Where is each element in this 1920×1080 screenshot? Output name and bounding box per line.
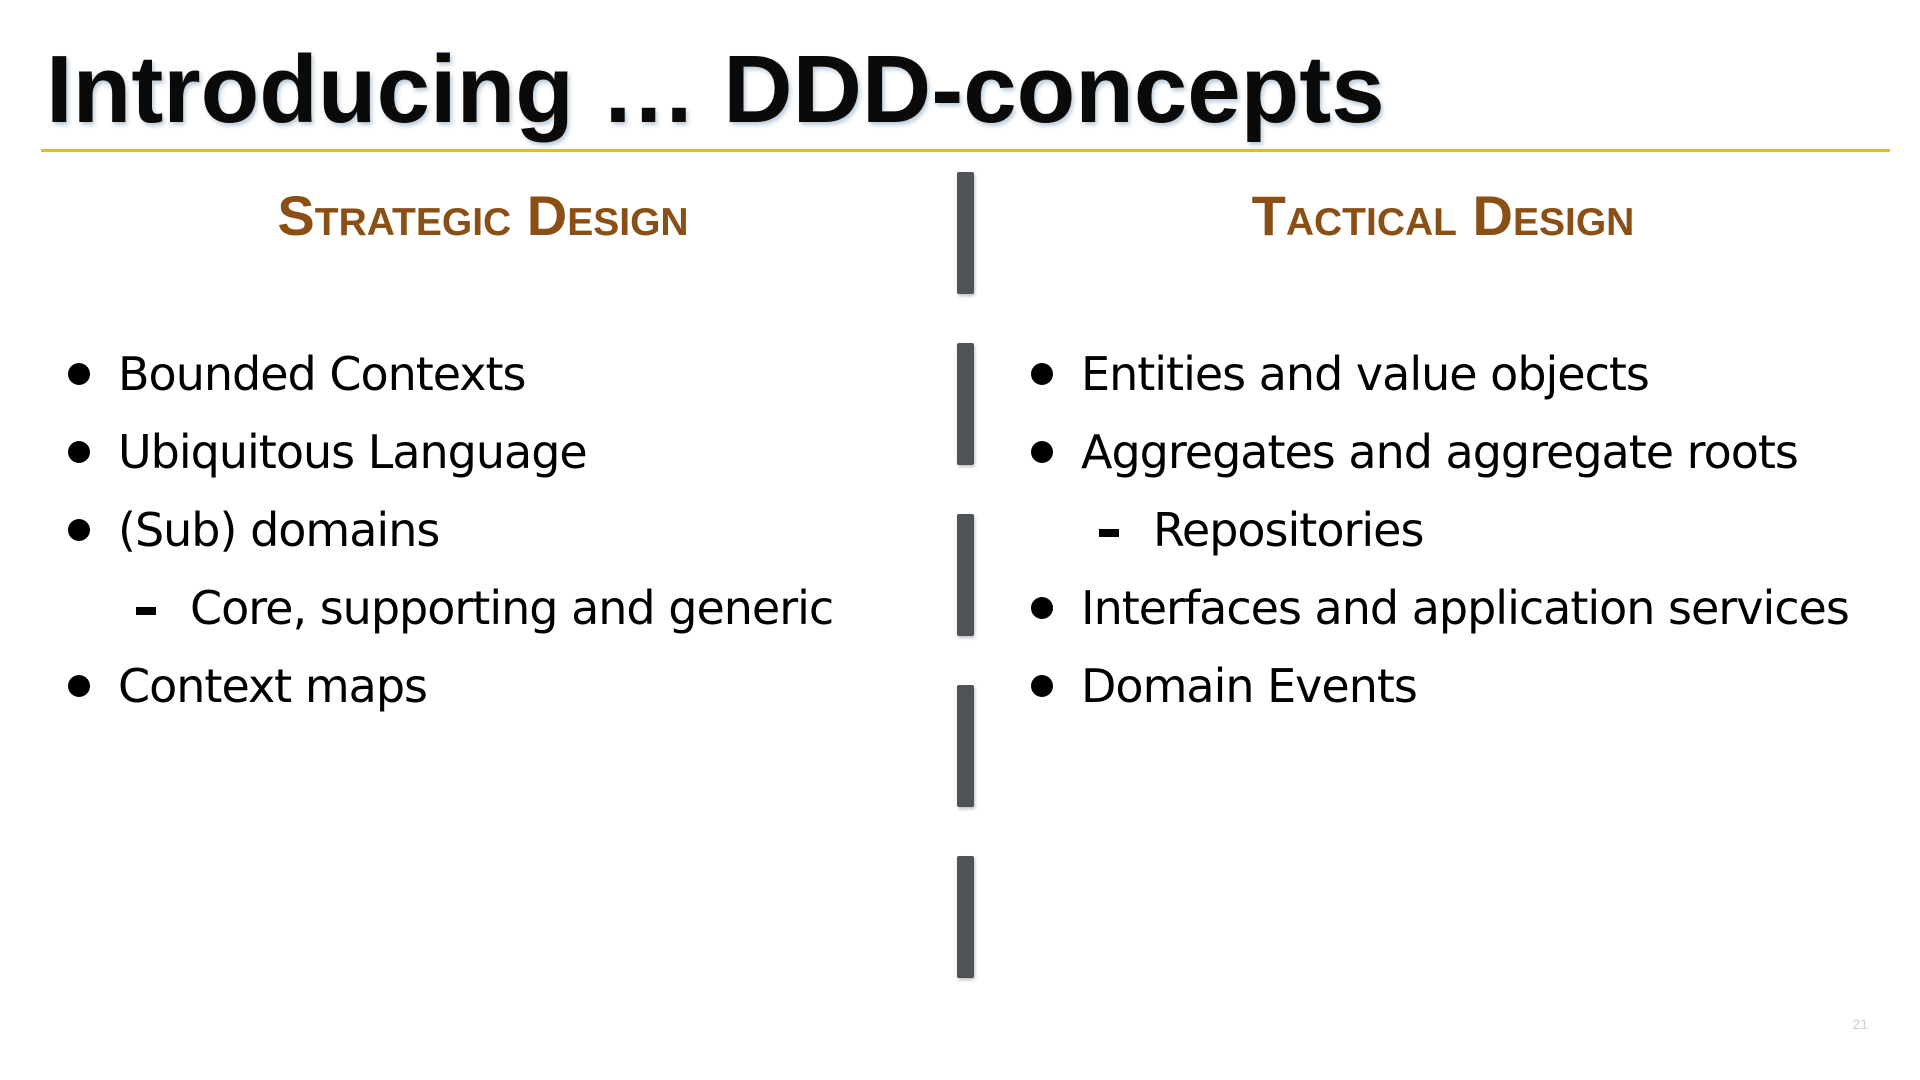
column-divider-segment	[957, 172, 974, 294]
list-item-text: Interfaces and application services	[1081, 581, 1850, 635]
bullet-icon	[1031, 441, 1053, 463]
strategic-design-list: Bounded Contexts Ubiquitous Language (Su…	[64, 335, 944, 725]
title-underline	[41, 149, 1890, 152]
column-divider-segment	[957, 685, 974, 807]
tactical-design-heading: Tactical Design	[1251, 184, 1635, 247]
list-item-text: (Sub) domains	[118, 503, 440, 557]
column-divider-segment	[957, 856, 974, 978]
column-divider-segment	[957, 343, 974, 465]
sub-list-item: Core, supporting and generic	[64, 569, 944, 647]
bullet-icon	[68, 441, 90, 463]
list-item: Context maps	[64, 647, 944, 725]
list-item-text: Aggregates and aggregate roots	[1081, 425, 1799, 479]
strategic-design-heading: Strategic Design	[277, 184, 689, 247]
dash-icon	[1099, 529, 1119, 537]
bullet-icon	[68, 675, 90, 697]
sub-list-item: Repositories	[1027, 491, 1907, 569]
list-item: Entities and value objects	[1027, 335, 1907, 413]
list-item: (Sub) domains	[64, 491, 944, 569]
column-divider-segment	[957, 514, 974, 636]
list-item: Bounded Contexts	[64, 335, 944, 413]
list-item-text: Repositories	[1153, 503, 1424, 557]
slide-title: Introducing … DDD-concepts	[46, 36, 1385, 143]
tactical-design-list: Entities and value objects Aggregates an…	[1027, 335, 1907, 725]
list-item: Ubiquitous Language	[64, 413, 944, 491]
bullet-icon	[1031, 675, 1053, 697]
list-item: Interfaces and application services	[1027, 569, 1907, 647]
bullet-icon	[1031, 597, 1053, 619]
list-item-text: Ubiquitous Language	[118, 425, 588, 479]
list-item-text: Entities and value objects	[1081, 347, 1650, 401]
bullet-icon	[1031, 363, 1053, 385]
list-item: Aggregates and aggregate roots	[1027, 413, 1907, 491]
bullet-icon	[68, 519, 90, 541]
page-number: 21	[1852, 1016, 1868, 1032]
list-item-text: Core, supporting and generic	[190, 581, 834, 635]
list-item-text: Bounded Contexts	[118, 347, 527, 401]
dash-icon	[136, 607, 156, 615]
list-item-text: Domain Events	[1081, 659, 1418, 713]
list-item-text: Context maps	[118, 659, 428, 713]
bullet-icon	[68, 363, 90, 385]
list-item: Domain Events	[1027, 647, 1907, 725]
